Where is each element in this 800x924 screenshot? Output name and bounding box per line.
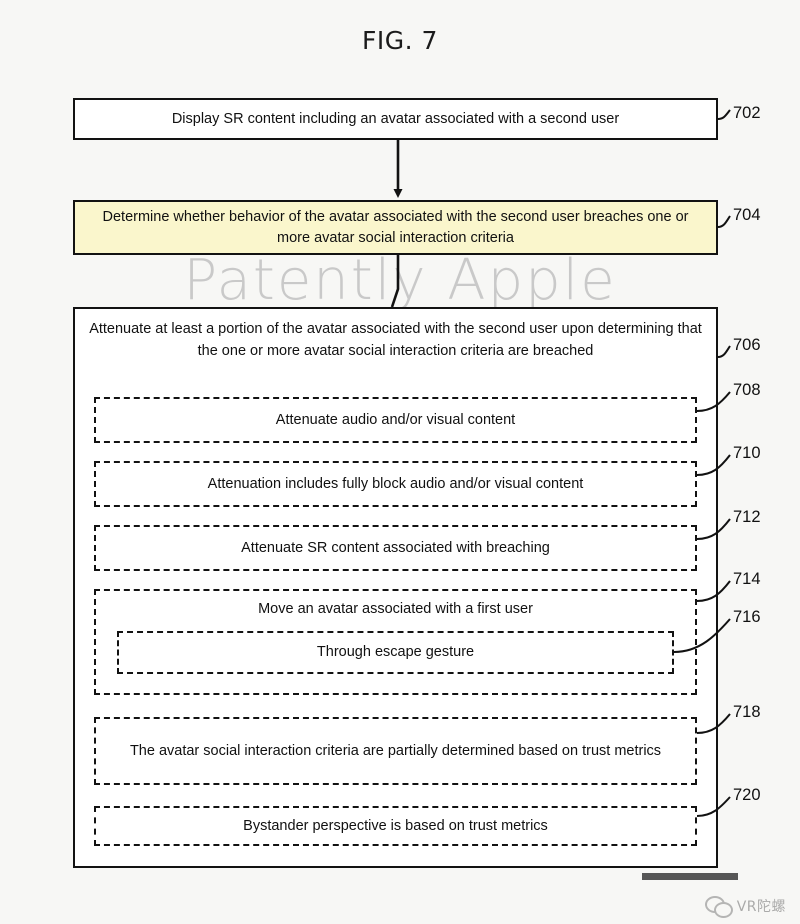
- flow-step-706: Attenuate at least a portion of the avat…: [73, 307, 718, 868]
- flow-step-714-label: Move an avatar associated with a first u…: [258, 601, 533, 617]
- flow-step-708: Attenuate audio and/or visual content: [94, 397, 697, 443]
- flow-step-702-label: Display SR content including an avatar a…: [171, 110, 620, 127]
- ref-numeral-702: 702: [733, 104, 761, 122]
- flow-step-706-label: Attenuate at least a portion of the avat…: [89, 321, 702, 359]
- ref-numeral-706: 706: [733, 336, 761, 354]
- connector-704-706: [390, 255, 400, 308]
- ref-numeral-704: 704: [733, 206, 761, 224]
- watermark-text: Patently Apple: [183, 248, 617, 313]
- leader-702: [717, 109, 731, 120]
- flow-step-712: Attenuate SR content associated with bre…: [94, 525, 697, 571]
- footer-logo: VR陀螺: [704, 896, 786, 918]
- ref-numeral-712: 712: [733, 508, 761, 526]
- footer-divider-bar: [642, 873, 738, 880]
- ref-numeral-710: 710: [733, 444, 761, 462]
- flow-step-712-label: Attenuate SR content associated with bre…: [241, 539, 550, 556]
- flow-step-710-label: Attenuation includes fully block audio a…: [207, 475, 584, 492]
- ref-numeral-716: 716: [733, 608, 761, 626]
- flow-step-720-label: Bystander perspective is based on trust …: [243, 817, 548, 834]
- flow-step-718-label: The avatar social interaction criteria a…: [129, 742, 662, 759]
- flow-step-716: Through escape gesture: [117, 631, 674, 674]
- ref-numeral-720: 720: [733, 786, 761, 804]
- wechat-icon: [704, 896, 733, 918]
- flow-step-702: Display SR content including an avatar a…: [73, 98, 718, 140]
- flow-step-704-label: Determine whether behavior of the avatar…: [102, 208, 689, 246]
- flow-step-718: The avatar social interaction criteria a…: [94, 717, 697, 785]
- figure-title: FIG. 7: [362, 26, 438, 55]
- flow-step-716-label: Through escape gesture: [316, 644, 475, 660]
- flow-step-720: Bystander perspective is based on trust …: [94, 806, 697, 846]
- leader-706: [717, 345, 731, 358]
- ref-numeral-708: 708: [733, 381, 761, 399]
- flow-step-704: Determine whether behavior of the avatar…: [73, 200, 718, 255]
- leader-704: [717, 215, 731, 228]
- footer-logo-label: VR陀螺: [736, 899, 786, 915]
- ref-numeral-718: 718: [733, 703, 761, 721]
- ref-numeral-714: 714: [733, 570, 761, 588]
- flow-step-708-label: Attenuate audio and/or visual content: [275, 411, 516, 428]
- flow-step-710: Attenuation includes fully block audio a…: [94, 461, 697, 507]
